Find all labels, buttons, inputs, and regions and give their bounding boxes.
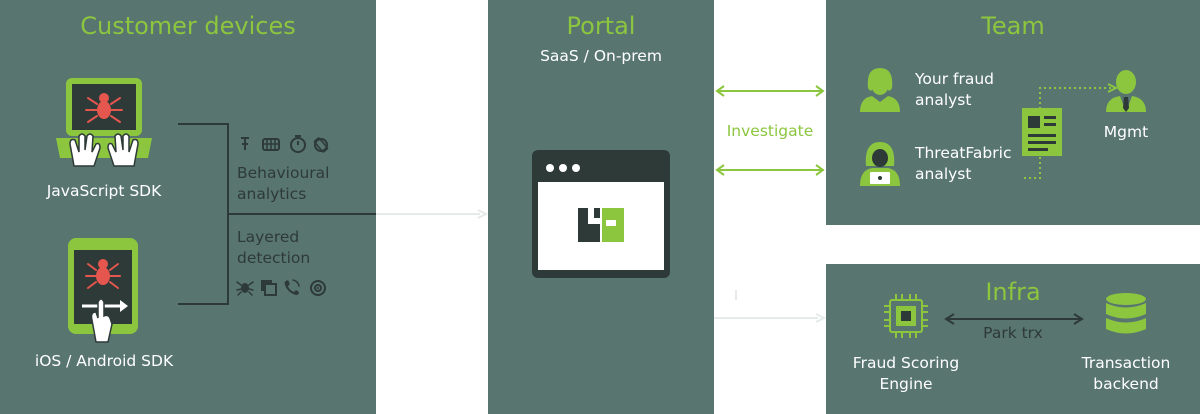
threatfabric-analyst-line1: ThreatFabric	[915, 144, 1012, 162]
phone-bug-icon	[68, 238, 138, 343]
infra-title: Infra	[985, 278, 1041, 306]
threatfabric-analyst-icon	[860, 142, 900, 186]
portal-team-arrows	[715, 85, 825, 176]
fraud-analyst-icon	[860, 68, 900, 112]
behavioural-icons	[241, 135, 329, 153]
portal-title: Portal	[566, 12, 636, 40]
fraud-scoring-line1: Fraud Scoring	[852, 354, 960, 372]
laptop-bug-icon	[56, 78, 152, 167]
portal-panel: Portal SaaS / On-prem	[488, 0, 714, 414]
fraud-analyst-line2: analyst	[915, 91, 972, 109]
report-document-icon	[1022, 108, 1062, 156]
behavioural-analytics-line1: Behavioural	[237, 164, 330, 182]
customer-devices-panel: Customer devices JavaScript SDK	[0, 0, 376, 414]
database-icon	[1106, 293, 1146, 334]
team-title: Team	[981, 12, 1045, 40]
layered-detection-icons	[236, 279, 326, 296]
layered-detection-line2: detection	[237, 249, 311, 267]
team-panel: Team Your fraud analyst ThreatFabric ana…	[826, 0, 1200, 225]
portal-window-icon	[532, 150, 670, 278]
manager-icon	[1106, 70, 1146, 112]
transaction-backend-line2: backend	[1093, 375, 1159, 393]
park-trx-label: Park trx	[983, 324, 1043, 342]
customer-devices-title: Customer devices	[80, 12, 296, 40]
sdk-bracket-connector	[178, 123, 376, 305]
fraud-analyst-line1: Your fraud	[915, 70, 995, 88]
mobile-sdk-label: iOS / Android SDK	[34, 352, 174, 370]
javascript-sdk-label: JavaScript SDK	[46, 182, 162, 200]
portal-to-infra-connector	[714, 290, 827, 323]
cpu-chip-icon	[884, 294, 928, 338]
infra-panel: Infra Park trx Fraud Scoring Engine Tran…	[826, 264, 1200, 414]
portal-subtitle: SaaS / On-prem	[540, 47, 662, 65]
behavioural-analytics-line2: analytics	[237, 185, 307, 203]
threatfabric-logo-icon	[578, 208, 624, 242]
park-arrow	[944, 313, 1084, 325]
mgmt-label: Mgmt	[1103, 123, 1149, 141]
devices-to-portal-connector	[376, 209, 489, 219]
touch-icon	[241, 137, 249, 150]
transaction-backend-line1: Transaction	[1081, 354, 1171, 372]
layered-detection-line1: Layered	[237, 228, 300, 246]
investigate-label: Investigate	[726, 122, 814, 140]
report-connector	[1022, 83, 1119, 179]
threatfabric-analyst-line2: analyst	[915, 165, 972, 183]
fraud-scoring-line2: Engine	[879, 375, 933, 393]
